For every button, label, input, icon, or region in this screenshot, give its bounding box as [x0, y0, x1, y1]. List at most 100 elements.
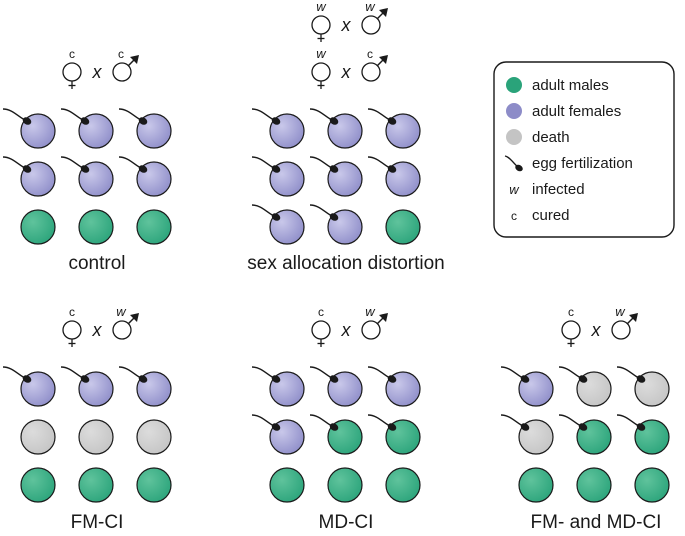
cross-symbol: x: [92, 320, 103, 340]
male-cured-label: c: [367, 47, 373, 61]
legend-label: adult females: [532, 103, 621, 120]
legend-item-sperm: egg fertilization: [504, 155, 633, 172]
offspring-death: [136, 419, 172, 455]
sperm-icon: [500, 366, 530, 383]
sperm-icon: [118, 156, 148, 173]
offspring-grid: [2, 108, 172, 245]
male-symbol: c: [112, 47, 139, 82]
male-symbol: w: [611, 304, 638, 340]
sperm-icon: [2, 108, 32, 125]
sperm-icon: [504, 155, 523, 172]
female-symbol: w: [311, 0, 331, 42]
cross-symbol: x: [341, 320, 352, 340]
offspring-grid: [251, 108, 421, 245]
offspring-male: [20, 467, 56, 503]
male-infected-label: w: [365, 0, 376, 14]
sperm-icon: [309, 204, 339, 221]
female-symbol: c: [311, 305, 331, 347]
sperm-icon: [60, 108, 90, 125]
female-symbol: c: [561, 305, 581, 347]
female-cured-label: c: [69, 305, 75, 319]
female-symbol: w: [311, 46, 331, 89]
female-cured-label: c: [568, 305, 574, 319]
sperm-icon: [309, 366, 339, 383]
offspring-male: [385, 209, 421, 245]
offspring-male: [518, 467, 554, 503]
offspring-male: [269, 467, 305, 503]
cross-symbol: x: [341, 15, 352, 35]
panel-1: c x c control: [2, 47, 172, 274]
legend-label: death: [532, 129, 570, 146]
offspring-male: [136, 467, 172, 503]
male-infected-label: w: [365, 304, 376, 319]
sperm-icon: [500, 414, 530, 431]
cross-row: wxw: [311, 0, 388, 42]
offspring-death: [78, 419, 114, 455]
cross-symbol: x: [92, 62, 103, 82]
legend-label: adult males: [532, 77, 609, 94]
offspring-grid: [500, 366, 670, 503]
male-swatch: [506, 77, 522, 93]
female-infected-label: w: [316, 46, 327, 61]
male-symbol: w: [112, 304, 139, 340]
legend-box: [493, 61, 675, 238]
male-infected-label: w: [615, 304, 626, 319]
offspring-male: [20, 209, 56, 245]
legend-item-c: c cured: [511, 207, 570, 224]
sperm-icon: [558, 414, 588, 431]
sperm-icon: [251, 156, 281, 173]
panel-label: sex allocation distortion: [247, 253, 445, 274]
offspring-death: [20, 419, 56, 455]
legend-label: egg fertilization: [532, 155, 633, 172]
cross-symbol: x: [591, 320, 602, 340]
sperm-icon: [309, 108, 339, 125]
female-symbol: c: [62, 305, 82, 347]
offspring-male: [78, 467, 114, 503]
male-symbol: w: [361, 0, 388, 35]
female-cured-label: c: [69, 47, 75, 61]
male-symbol: c: [361, 47, 388, 82]
offspring-male: [327, 467, 363, 503]
female-infected-label: w: [316, 0, 327, 14]
offspring-male: [634, 467, 670, 503]
offspring-male: [576, 467, 612, 503]
sperm-icon: [367, 414, 397, 431]
legend-item-death: death: [506, 129, 570, 146]
sperm-icon: [251, 108, 281, 125]
panel-label: MD-CI: [319, 512, 374, 533]
legend-item-male: adult males: [506, 77, 609, 94]
sperm-icon: [558, 366, 588, 383]
sperm-icon: [251, 204, 281, 221]
male-symbol: w: [361, 304, 388, 340]
offspring-grid: [251, 366, 421, 503]
panel-label: FM- and MD-CI: [531, 512, 662, 533]
sperm-icon: [251, 366, 281, 383]
legend-label: infected: [532, 181, 585, 198]
sperm-icon: [367, 108, 397, 125]
sperm-icon: [60, 366, 90, 383]
female-swatch: [506, 103, 522, 119]
c-symbol: c: [511, 209, 517, 223]
cross-row: c xw: [311, 304, 388, 347]
offspring-male: [385, 467, 421, 503]
sperm-icon: [616, 366, 646, 383]
legend: adult males adult females death egg fertili…: [493, 61, 675, 238]
female-symbol: c: [62, 47, 82, 89]
offspring-male: [136, 209, 172, 245]
sperm-icon: [118, 108, 148, 125]
female-cured-label: c: [318, 305, 324, 319]
offspring-grid: [2, 366, 172, 503]
male-cured-label: c: [118, 47, 124, 61]
cross-row: wxc: [311, 46, 388, 89]
sperm-icon: [2, 156, 32, 173]
legend-label: cured: [532, 207, 570, 224]
sperm-icon: [367, 366, 397, 383]
w-symbol: w: [509, 182, 520, 197]
sperm-icon: [2, 366, 32, 383]
panel-label: control: [68, 253, 125, 274]
cross-row: c x c: [62, 47, 139, 89]
